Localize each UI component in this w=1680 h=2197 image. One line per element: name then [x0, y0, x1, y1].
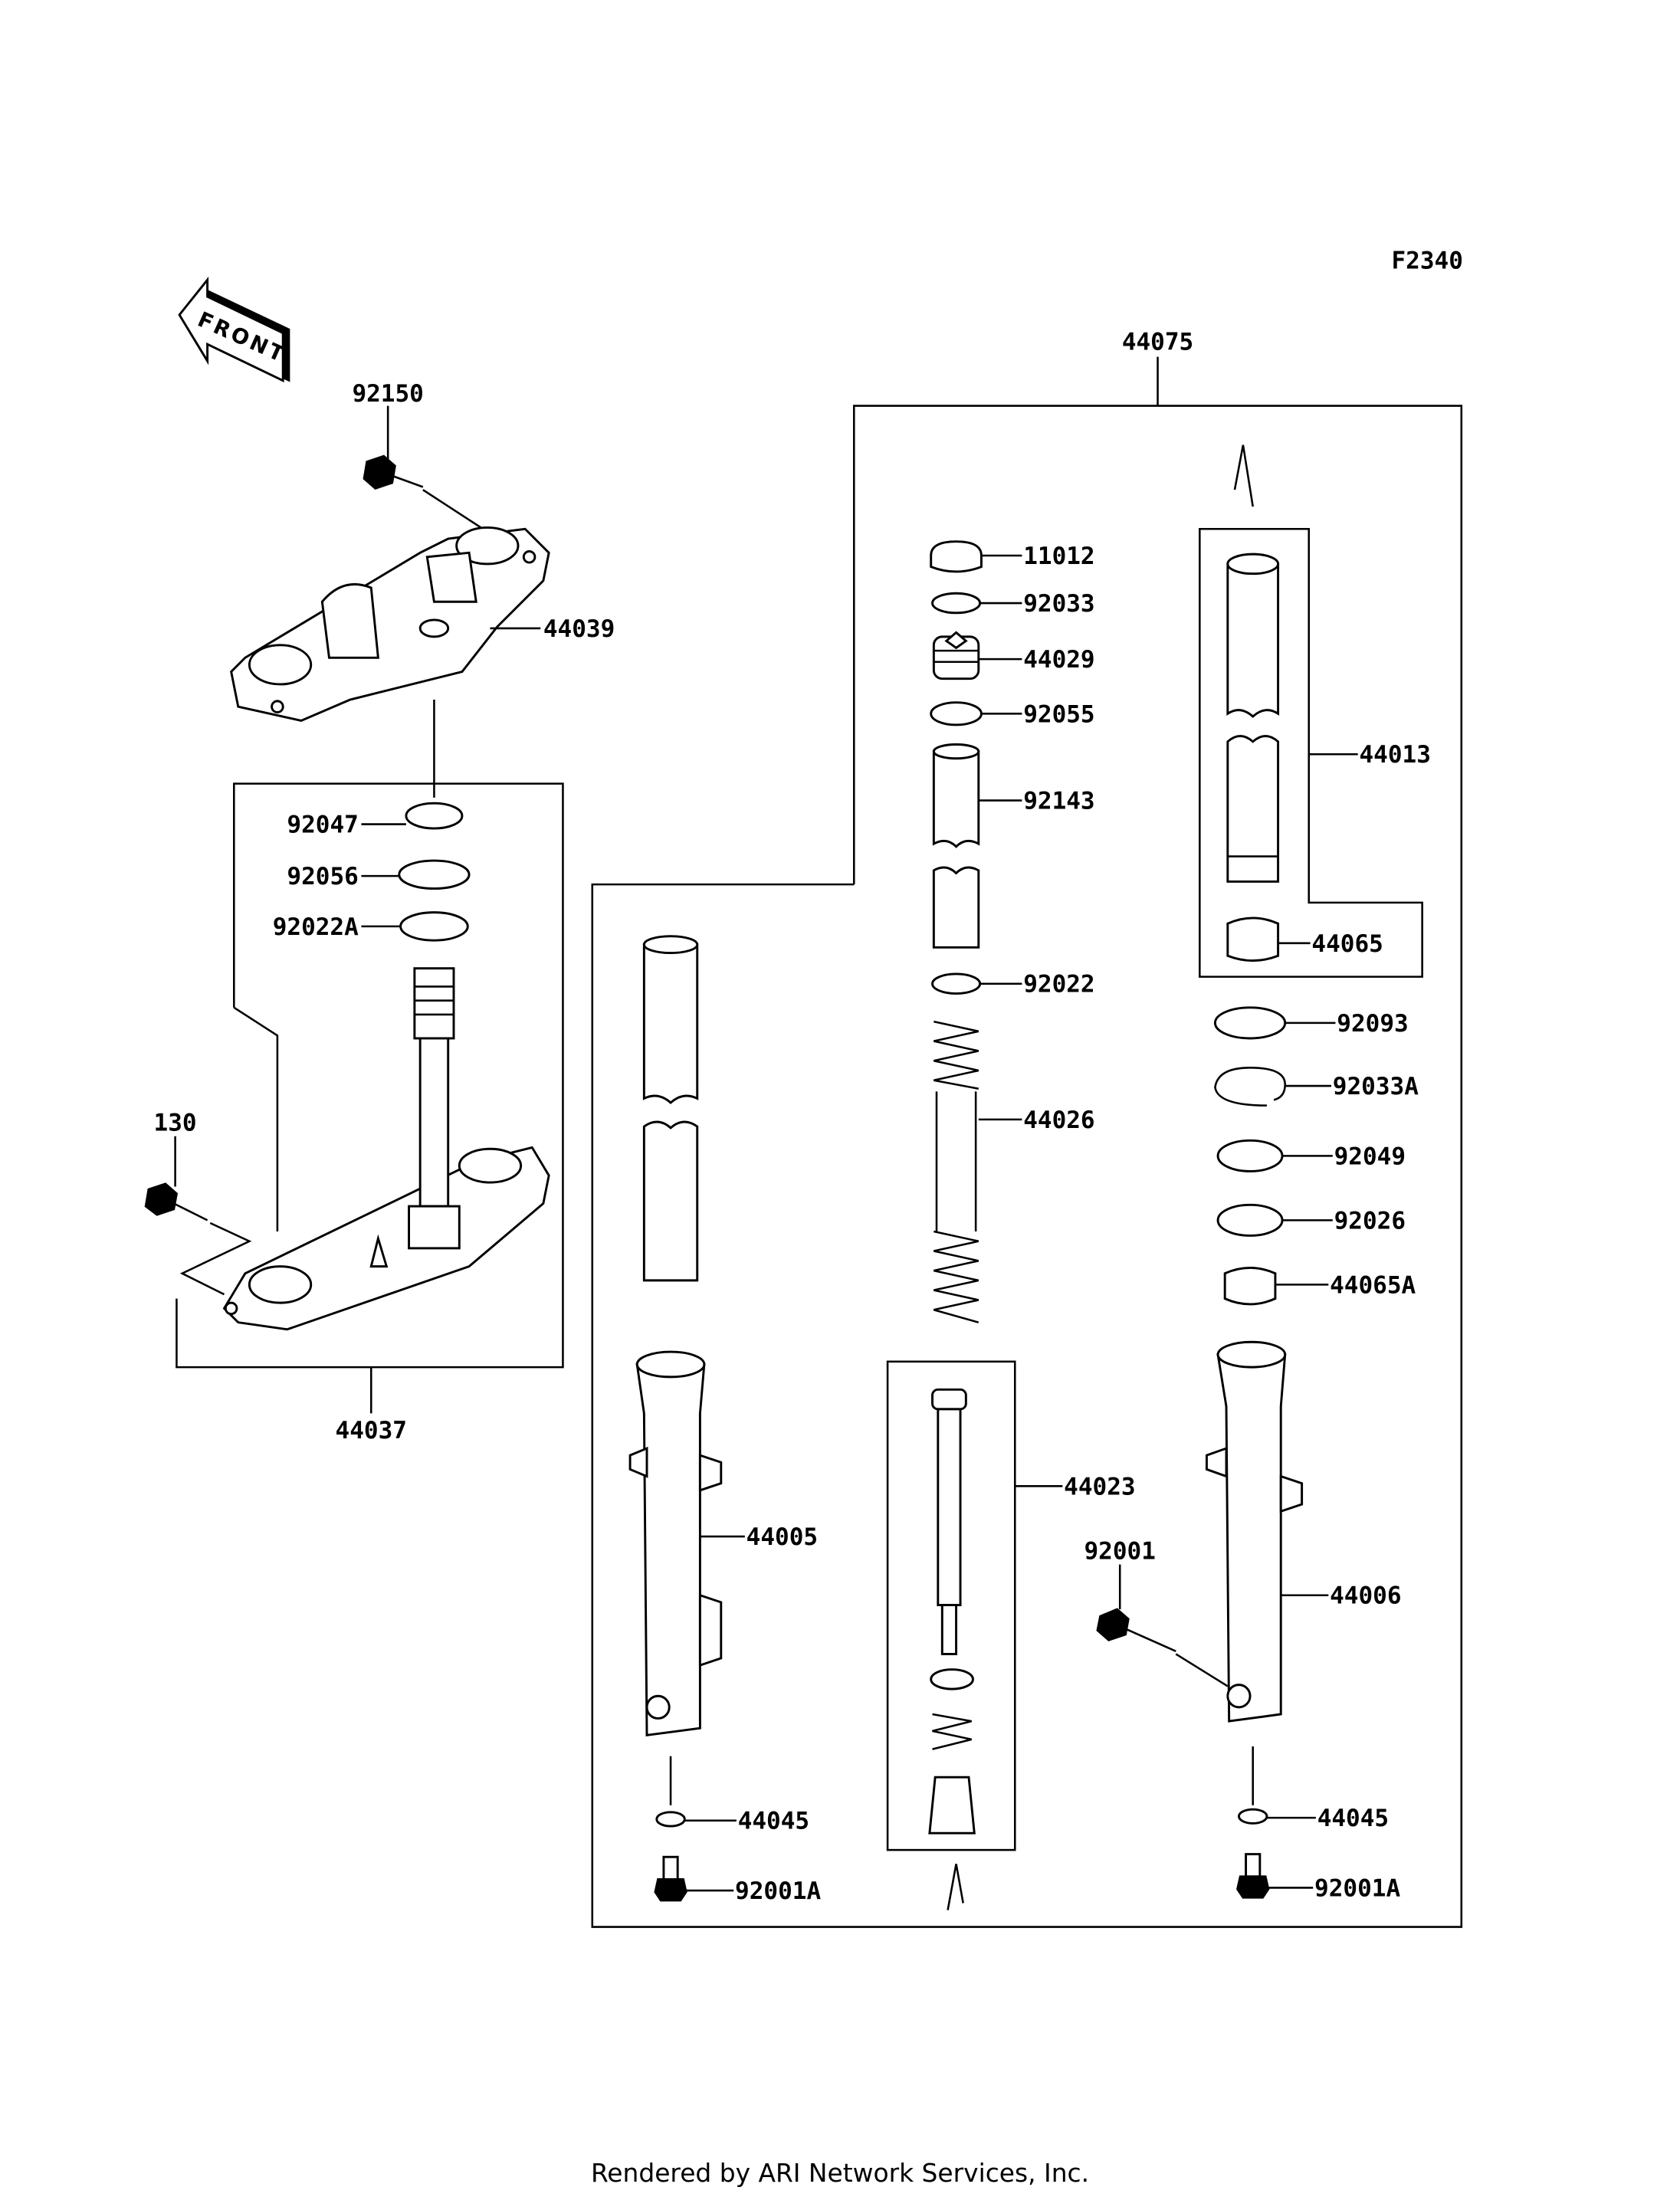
- label-44006[interactable]: 44006: [1330, 1582, 1401, 1610]
- outer-tube-44006-icon: [1205, 1340, 1304, 1723]
- bushing-44065A-icon: [1223, 1267, 1277, 1306]
- plug-44029-icon: [932, 631, 980, 680]
- assembly-box-44023: [886, 1360, 1016, 1851]
- spring-44026-icon: [934, 1020, 979, 1323]
- bolt-92001A-right-icon: [1236, 1853, 1270, 1899]
- label-44075[interactable]: 44075: [1122, 329, 1193, 356]
- label-44065A[interactable]: 44065A: [1330, 1271, 1416, 1299]
- label-130[interactable]: 130: [154, 1110, 197, 1137]
- bushing-44065-icon: [1226, 917, 1280, 962]
- label-44065[interactable]: 44065: [1311, 930, 1383, 958]
- oring-92033-icon: [931, 592, 982, 615]
- label-92033[interactable]: 92033: [1023, 590, 1094, 618]
- label-44029[interactable]: 44029: [1023, 646, 1094, 674]
- label-92047[interactable]: 92047: [287, 812, 358, 839]
- steering-stem-44037-icon: [222, 967, 550, 1331]
- label-92026[interactable]: 92026: [1334, 1207, 1406, 1235]
- race-92056-icon: [398, 859, 471, 890]
- label-44013[interactable]: 44013: [1359, 741, 1430, 769]
- label-92093[interactable]: 92093: [1337, 1010, 1408, 1038]
- cap-11012-icon: [930, 540, 983, 573]
- label-44045-right[interactable]: 44045: [1317, 1805, 1389, 1832]
- label-92056[interactable]: 92056: [287, 863, 358, 890]
- bolt-92150-icon: [363, 454, 484, 530]
- label-92001A-left[interactable]: 92001A: [735, 1877, 821, 1905]
- inner-tube-left-icon: [642, 935, 699, 1282]
- bolt-130-icon: [144, 1182, 252, 1296]
- front-arrow-icon: FRONT: [178, 277, 290, 383]
- label-44045-left[interactable]: 44045: [738, 1808, 809, 1835]
- washer-92022A-icon: [399, 911, 469, 942]
- assembly-box-44013: [1199, 527, 1423, 978]
- oring-92055-icon: [930, 701, 983, 726]
- damper-rod-44023-icon: [928, 1388, 976, 1835]
- label-44026[interactable]: 44026: [1023, 1107, 1094, 1134]
- washer-44045-right-icon: [1237, 1808, 1268, 1825]
- label-92049[interactable]: 92049: [1334, 1143, 1406, 1170]
- bolt-92001A-left-icon: [654, 1855, 687, 1902]
- washer-92026-icon: [1216, 1203, 1284, 1237]
- upper-bracket-44039-icon: [230, 526, 550, 722]
- washer-44045-left-icon: [655, 1811, 686, 1828]
- inner-tube-44013-icon: [1226, 553, 1280, 883]
- label-92022A[interactable]: 92022A: [273, 913, 359, 941]
- seal-92047-icon: [405, 802, 464, 830]
- label-44039[interactable]: 44039: [543, 615, 615, 643]
- label-92001A-right[interactable]: 92001A: [1314, 1874, 1400, 1902]
- outer-tube-44005-icon: [628, 1350, 723, 1737]
- washer-92022-icon: [931, 972, 982, 995]
- label-92001[interactable]: 92001: [1084, 1537, 1156, 1565]
- clip-92033A-icon: [1214, 1067, 1286, 1107]
- assembly-box-44037: [176, 782, 564, 1369]
- seal-92093-icon: [1213, 1006, 1287, 1040]
- label-92022[interactable]: 92022: [1023, 971, 1094, 998]
- footer-credit: Rendered by ARI Network Services, Inc.: [591, 2158, 1089, 2188]
- label-92150[interactable]: 92150: [352, 380, 423, 408]
- spacer-92143-icon: [932, 743, 980, 949]
- seal-92049-icon: [1216, 1139, 1284, 1172]
- diagram-code: F2340: [1391, 248, 1462, 275]
- label-44037[interactable]: 44037: [336, 1417, 407, 1444]
- label-92143[interactable]: 92143: [1023, 787, 1094, 815]
- label-92055[interactable]: 92055: [1023, 700, 1094, 728]
- label-44005[interactable]: 44005: [746, 1523, 818, 1551]
- label-11012[interactable]: 11012: [1023, 543, 1094, 570]
- assembly-box-44075: [591, 405, 1463, 1928]
- label-92033A[interactable]: 92033A: [1333, 1073, 1419, 1100]
- label-44023[interactable]: 44023: [1064, 1473, 1135, 1500]
- bolt-92001-icon: [1096, 1608, 1229, 1687]
